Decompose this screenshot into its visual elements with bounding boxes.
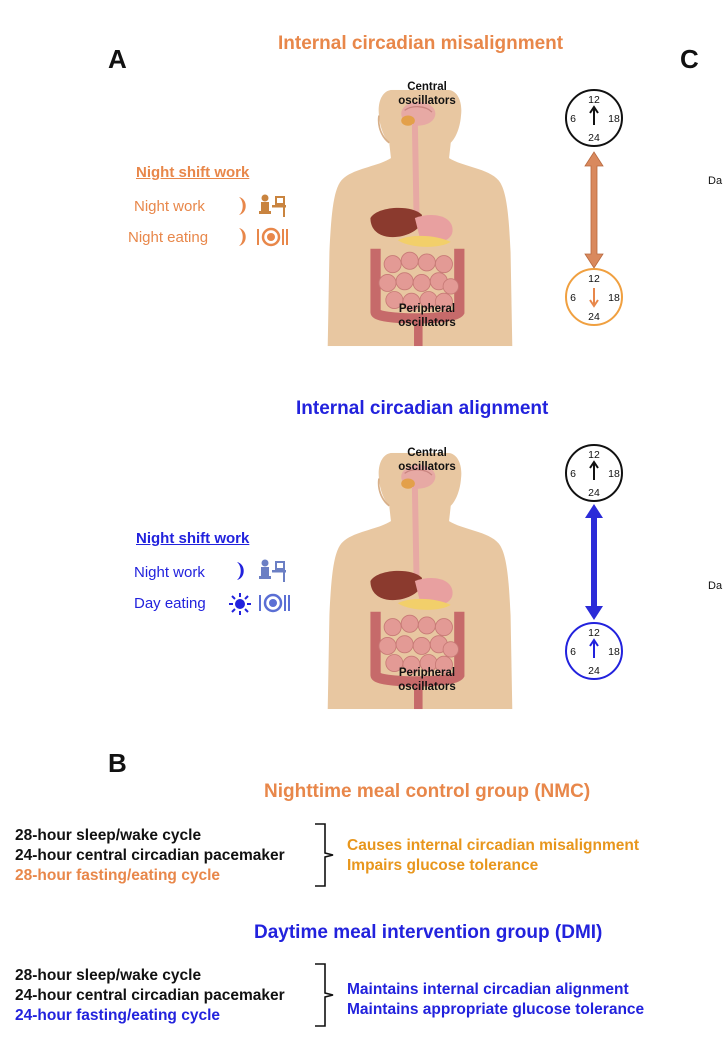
clock-num-18: 18: [608, 113, 620, 125]
row-label: Night work: [134, 564, 205, 581]
moon-icon: [237, 562, 244, 580]
peripheral-oscillators-label: Peripheral oscillators: [398, 303, 456, 329]
clock-num-18: 18: [608, 468, 620, 480]
row-label: Night eating: [128, 229, 209, 246]
moon-icon: [239, 228, 246, 246]
panel-c-fragment-bottom: Da: [708, 580, 723, 592]
alignment-row-day-eating: Day eating: [134, 595, 206, 612]
outcome-line: Maintains internal circadian alignment: [347, 981, 629, 998]
clock-hand: [589, 288, 599, 308]
alignment-shift-heading: Night shift work: [136, 530, 250, 547]
condition-line: 24-hour fasting/eating cycle: [15, 1007, 220, 1024]
desk-worker-icon: [259, 559, 286, 582]
nmc-bracket: [315, 823, 334, 887]
dmi-outcomes: Maintains internal circadian alignment M…: [347, 980, 644, 1020]
clock-num-24: 24: [588, 487, 600, 499]
alignment-title: Internal circadian alignment: [296, 398, 549, 419]
central-oscillators-label: Central oscillators: [398, 447, 456, 473]
clock-central-misalignment: 12 6 18 24: [565, 89, 623, 147]
nmc-conditions: 28-hour sleep/wake cycle 24-hour central…: [15, 826, 285, 886]
clock-num-12: 12: [588, 94, 600, 106]
outcome-line: Impairs glucose tolerance: [347, 857, 539, 874]
double-arrow-misalignment: [584, 151, 604, 269]
misalignment-row-night-work: Night work: [134, 198, 205, 215]
clock-peripheral-misalignment: 12 6 18 24: [565, 268, 623, 326]
panel-label-b: B: [108, 748, 127, 778]
nmc-group-title: Nighttime meal control group (NMC): [264, 781, 591, 802]
peripheral-oscillators-label: Peripheral oscillators: [398, 667, 456, 693]
clock-num-6: 6: [570, 292, 576, 304]
clock-central-alignment: 12 6 18 24: [565, 444, 623, 502]
clock-num-6: 6: [570, 468, 576, 480]
row-label: Day eating: [134, 595, 206, 612]
misalignment-shift-heading: Night shift work: [136, 164, 250, 181]
condition-line: 28-hour fasting/eating cycle: [15, 867, 220, 884]
misalignment-title: Internal circadian misalignment: [278, 33, 564, 54]
nmc-outcomes: Causes internal circadian misalignment I…: [347, 836, 639, 876]
moon-icon: [239, 197, 246, 215]
outcome-line: Maintains appropriate glucose tolerance: [347, 1001, 645, 1018]
clock-num-24: 24: [588, 665, 600, 677]
clock-num-12: 12: [588, 273, 600, 285]
clock-num-6: 6: [570, 646, 576, 658]
clock-num-24: 24: [588, 132, 600, 144]
panel-c-fragment-top: Da: [708, 175, 723, 187]
clock-num-18: 18: [608, 646, 620, 658]
clock-hand: [589, 460, 599, 480]
clock-num-24: 24: [588, 311, 600, 323]
outcome-line: Causes internal circadian misalignment: [347, 837, 640, 854]
clock-num-12: 12: [588, 627, 600, 639]
panel-label-a: A: [108, 44, 127, 74]
plate-cutlery-icon: [259, 593, 290, 613]
clock-hand: [589, 105, 599, 125]
condition-line: 28-hour sleep/wake cycle: [15, 827, 202, 844]
central-oscillators-label: Central oscillators: [398, 81, 456, 107]
row-label: Night work: [134, 198, 205, 215]
clock-peripheral-alignment: 12 6 18 24: [565, 622, 623, 680]
dmi-group-title: Daytime meal intervention group (DMI): [254, 922, 603, 943]
alignment-row-night-work: Night work: [134, 564, 205, 581]
panel-label-c: C: [680, 44, 699, 74]
clock-num-6: 6: [570, 113, 576, 125]
plate-cutlery-icon: [257, 227, 288, 247]
condition-line: 28-hour sleep/wake cycle: [15, 967, 202, 984]
sun-icon: [229, 593, 251, 615]
clock-num-12: 12: [588, 449, 600, 461]
clock-hand: [589, 638, 599, 658]
dmi-bracket: [315, 963, 334, 1027]
condition-line: 24-hour central circadian pacemaker: [15, 987, 285, 1004]
desk-worker-icon: [259, 194, 286, 217]
clock-num-18: 18: [608, 292, 620, 304]
double-arrow-alignment: [585, 504, 603, 620]
misalignment-row-night-eating: Night eating: [128, 229, 208, 246]
condition-line: 24-hour central circadian pacemaker: [15, 847, 285, 864]
dmi-conditions: 28-hour sleep/wake cycle 24-hour central…: [15, 966, 285, 1026]
